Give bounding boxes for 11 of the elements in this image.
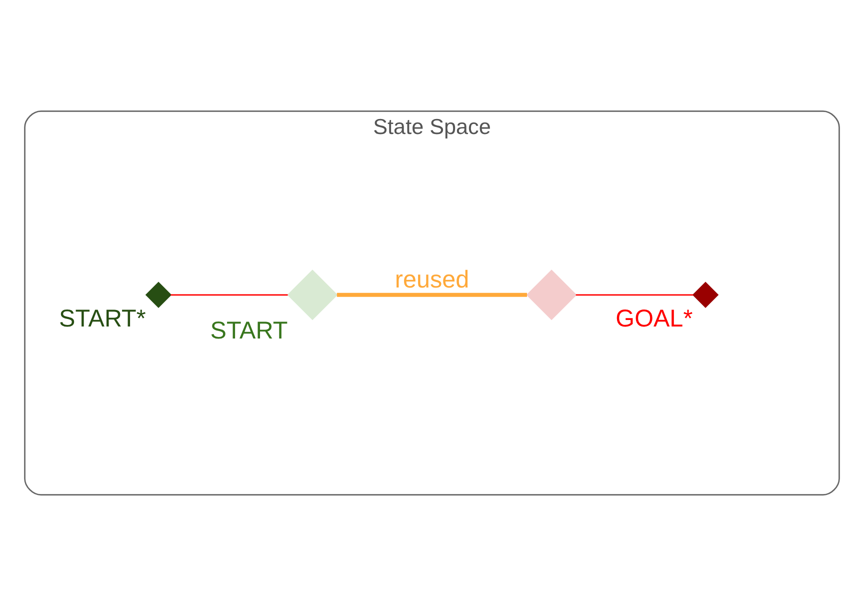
connector [170, 294, 288, 296]
node-label: START [210, 317, 288, 344]
node-diamond [145, 281, 172, 308]
node-diamond [692, 281, 719, 308]
connector [336, 292, 527, 296]
node-label: GOAL* [616, 305, 693, 332]
node-diamond [287, 269, 338, 320]
node-diamond [526, 269, 577, 320]
connector [576, 294, 694, 296]
edge-label: reused [394, 266, 470, 293]
node-label: START* [59, 305, 146, 332]
